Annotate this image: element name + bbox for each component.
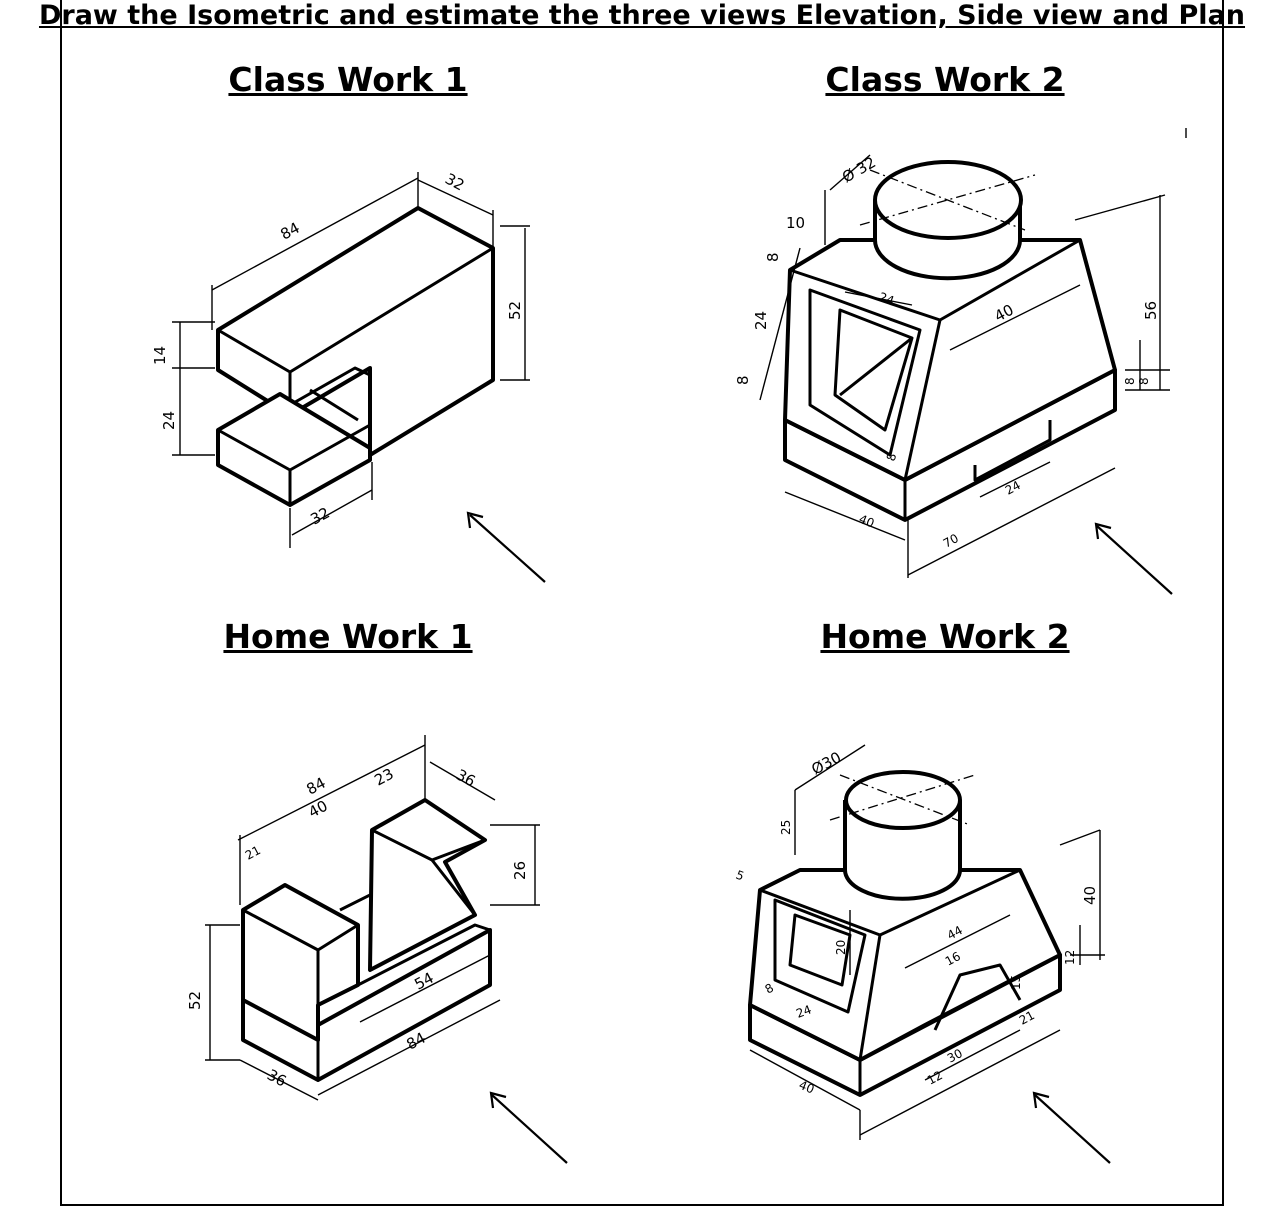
dim-36-bottom: 36 <box>264 1066 289 1091</box>
dim-21: 21 <box>1017 1008 1037 1028</box>
dim-14: 14 <box>151 346 169 365</box>
dim-15: 15 <box>1009 975 1023 990</box>
dim-16: 16 <box>943 949 963 969</box>
dim-40-bottom: 40 <box>797 1078 816 1097</box>
dim-dia-32: Ø 32 <box>839 153 879 186</box>
dim-52: 52 <box>186 991 204 1010</box>
dim-36-top: 36 <box>453 766 478 791</box>
view-arrow-hw2 <box>1032 1091 1111 1164</box>
dim-dia-30: Ø30 <box>808 748 844 778</box>
dim-26: 26 <box>511 861 529 880</box>
dim-44: 44 <box>945 923 965 943</box>
view-arrow-hw1 <box>489 1091 568 1164</box>
dim-56: 56 <box>1142 301 1160 320</box>
dim-21: 21 <box>243 843 263 863</box>
dim-30: 30 <box>945 1046 965 1066</box>
dim-8-d: 8 <box>1137 377 1151 385</box>
dim-8-c: 8 <box>1123 377 1137 385</box>
dim-12-bottom: 12 <box>925 1068 945 1088</box>
dim-24-window: 24 <box>877 290 896 308</box>
heading-home-work-2: Home Work 2 <box>820 617 1070 656</box>
dim-23: 23 <box>371 765 396 790</box>
dim-8-e: 8 <box>884 451 900 463</box>
dim-20: 20 <box>834 940 848 955</box>
page-title: Draw the Isometric and estimate the thre… <box>38 0 1246 31</box>
heading-class-work-2: Class Work 2 <box>825 60 1065 99</box>
dim-40-bottom: 40 <box>857 512 876 531</box>
heading-class-work-1: Class Work 1 <box>228 60 468 99</box>
dim-12-right: 12 <box>1063 950 1077 965</box>
dim-8-b: 8 <box>734 375 752 385</box>
dim-24: 24 <box>794 1002 813 1020</box>
dim-5: 5 <box>734 868 746 884</box>
view-arrow-cw1 <box>466 511 546 583</box>
heading-home-work-1: Home Work 1 <box>223 617 473 656</box>
class-work-1-drawing: 84 32 52 14 24 32 <box>151 170 530 548</box>
dim-25: 25 <box>779 820 793 835</box>
dim-32-top: 32 <box>442 170 467 195</box>
dim-84: 84 <box>277 219 302 244</box>
dim-24-left: 24 <box>752 311 770 330</box>
dim-70: 70 <box>941 531 961 551</box>
dim-8-a: 8 <box>764 252 782 262</box>
home-work-2-drawing: Ø30 25 5 20 8 24 44 16 15 12 40 21 30 40… <box>734 744 1105 1140</box>
dim-40-right: 40 <box>1081 886 1099 905</box>
dim-40: 40 <box>305 797 330 822</box>
home-work-1-drawing: 84 40 23 36 21 26 52 54 84 36 <box>186 735 540 1101</box>
dim-24: 24 <box>160 411 178 430</box>
class-work-2-drawing: Ø 32 10 8 24 8 24 40 56 8 8 8 40 70 24 <box>734 153 1170 578</box>
dim-24-notch: 24 <box>1003 478 1023 498</box>
dim-10: 10 <box>786 214 805 232</box>
page-border <box>60 0 1224 1206</box>
dim-52: 52 <box>506 301 524 320</box>
dim-84-top: 84 <box>303 774 328 799</box>
view-arrow-cw2 <box>1094 522 1173 595</box>
